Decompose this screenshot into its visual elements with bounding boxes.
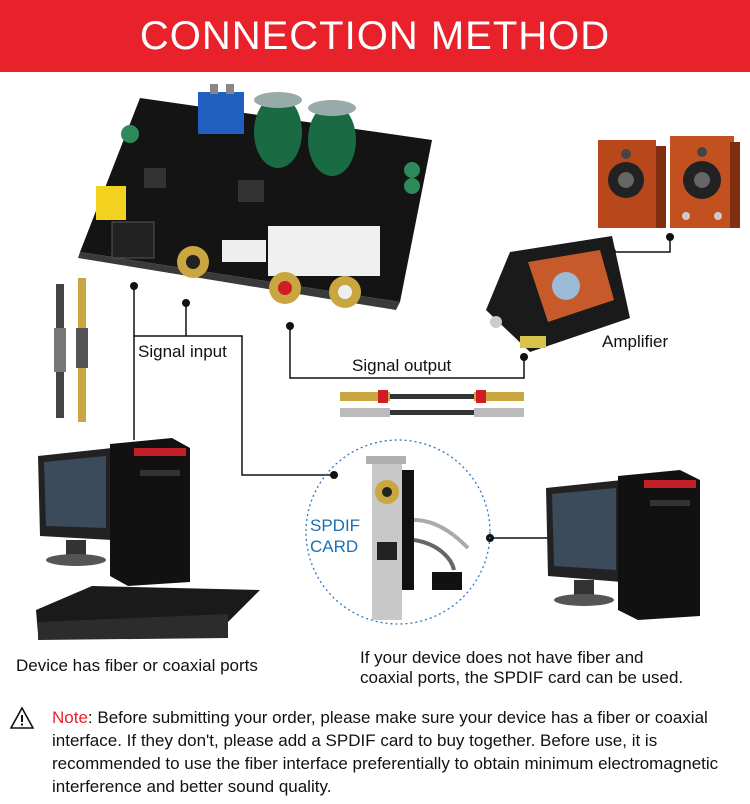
dvd-player-image xyxy=(36,586,260,640)
desktop-computer-image xyxy=(546,470,700,620)
desktop-computer-image xyxy=(38,438,190,586)
connection-lines xyxy=(133,237,671,539)
right-caption: If your device does not have fiber and c… xyxy=(360,648,683,688)
warning-icon xyxy=(10,707,34,729)
wooden-speakers-image xyxy=(598,136,740,228)
spdif-label-line2: CARD xyxy=(310,537,359,556)
note-colon: : xyxy=(87,708,93,727)
signal-input-label: Signal input xyxy=(138,342,227,361)
note-label: Note xyxy=(52,708,88,727)
rca-audio-cable-image xyxy=(340,390,524,417)
note-body: Before submitting your order, please mak… xyxy=(52,708,719,796)
header-banner: CONNECTION METHOD xyxy=(0,0,750,72)
spdif-pci-card-image xyxy=(366,456,470,620)
signal-output-label: Signal output xyxy=(352,356,452,375)
amplifier-board-image xyxy=(486,236,630,352)
right-caption-line2: coaxial ports, the SPDIF card can be use… xyxy=(360,668,684,687)
amplifier-label: Amplifier xyxy=(602,332,669,351)
spdif-label-line1: SPDIF xyxy=(310,516,361,535)
dac-decoder-board-image xyxy=(78,84,432,310)
optical-and-coaxial-cables-image xyxy=(54,278,88,422)
left-caption: Device has fiber or coaxial ports xyxy=(16,656,258,676)
page-title: CONNECTION METHOD xyxy=(139,14,611,58)
spdif-highlight-circle xyxy=(305,439,491,625)
right-caption-line1: If your device does not have fiber and xyxy=(360,648,644,667)
left-caption-text: Device has fiber or coaxial ports xyxy=(16,656,258,675)
spdif-card-label: SPDIF CARD xyxy=(310,515,360,557)
note-text: Note: Before submitting your order, plea… xyxy=(52,706,742,798)
